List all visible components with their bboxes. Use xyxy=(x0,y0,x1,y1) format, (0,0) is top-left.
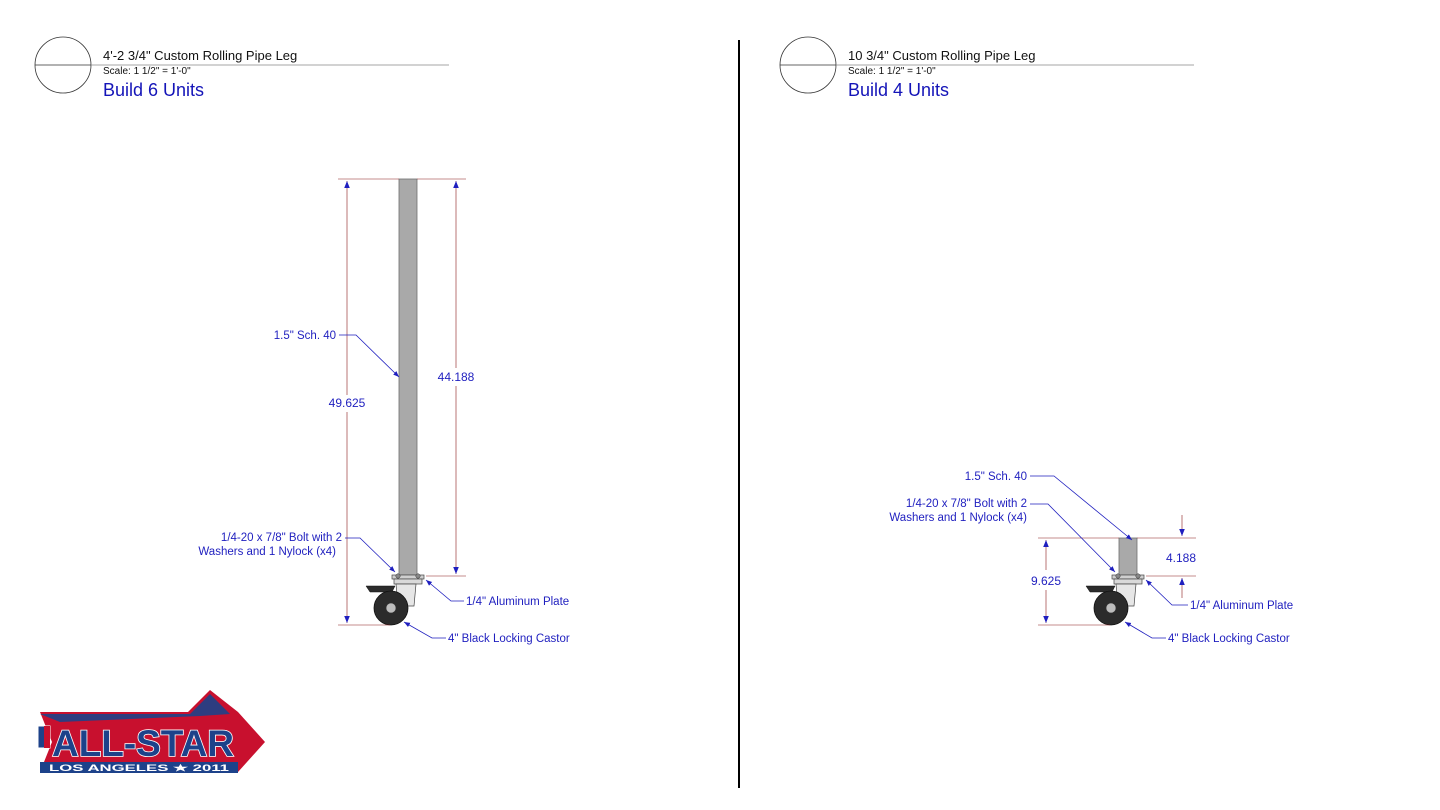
left-build-count: Build 6 Units xyxy=(103,80,204,100)
castor xyxy=(1085,573,1143,626)
leader-bolt xyxy=(345,537,396,573)
leader-bolt xyxy=(1030,503,1116,573)
castor xyxy=(365,573,423,626)
label-castor: 4" Black Locking Castor xyxy=(1168,633,1290,645)
dim-overall-height: 9.625 xyxy=(1031,574,1061,588)
label-bolt-line2: Washers and 1 Nylock (x4) xyxy=(889,512,1027,524)
right-title: 10 3/4" Custom Rolling Pipe Leg xyxy=(848,48,1035,63)
leader-castor xyxy=(403,621,446,639)
logo-wordmark: ALL-STAR xyxy=(52,723,234,764)
right-build-count: Build 4 Units xyxy=(848,80,949,100)
left-title-block: 4'-2 3/4" Custom Rolling Pipe Leg Scale:… xyxy=(34,36,449,100)
left-leg-drawing: 49.625 44.188 1.5" Sch. 40 1/4-20 x 7/8"… xyxy=(198,178,570,645)
right-scale: Scale: 1 1/2" = 1'-0" xyxy=(848,66,936,77)
all-star-logo: ALL-STAR LOS ANGELES ★ 2011 xyxy=(37,690,265,773)
label-castor: 4" Black Locking Castor xyxy=(448,633,570,645)
left-title: 4'-2 3/4" Custom Rolling Pipe Leg xyxy=(103,48,297,63)
leader-castor xyxy=(1124,621,1166,639)
pipe xyxy=(398,178,418,576)
right-leg-drawing: 9.625 4.188 1.5" Sch. 40 1/4-20 x 7/8" B… xyxy=(889,471,1293,645)
leader-pipe xyxy=(1030,475,1133,541)
right-title-block: 10 3/4" Custom Rolling Pipe Leg Scale: 1… xyxy=(779,36,1194,100)
dim-pipe-height: 44.188 xyxy=(438,370,475,384)
logo-subtitle: LOS ANGELES ★ 2011 xyxy=(49,763,229,773)
label-bolt-line2: Washers and 1 Nylock (x4) xyxy=(198,546,336,558)
label-bolt-line1: 1/4-20 x 7/8" Bolt with 2 xyxy=(221,532,342,544)
label-pipe: 1.5" Sch. 40 xyxy=(274,330,336,342)
dim-overall-height: 49.625 xyxy=(329,396,366,410)
left-scale: Scale: 1 1/2" = 1'-0" xyxy=(103,66,191,77)
leader-plate xyxy=(1145,579,1188,606)
leader-pipe xyxy=(339,334,400,378)
label-plate: 1/4" Aluminum Plate xyxy=(1190,600,1293,612)
dim-pipe-height: 4.188 xyxy=(1166,551,1196,565)
label-plate: 1/4" Aluminum Plate xyxy=(466,596,569,608)
label-bolt-line1: 1/4-20 x 7/8" Bolt with 2 xyxy=(906,498,1027,510)
pipe xyxy=(1118,537,1138,576)
leader-plate xyxy=(425,579,464,602)
label-pipe: 1.5" Sch. 40 xyxy=(965,471,1027,483)
